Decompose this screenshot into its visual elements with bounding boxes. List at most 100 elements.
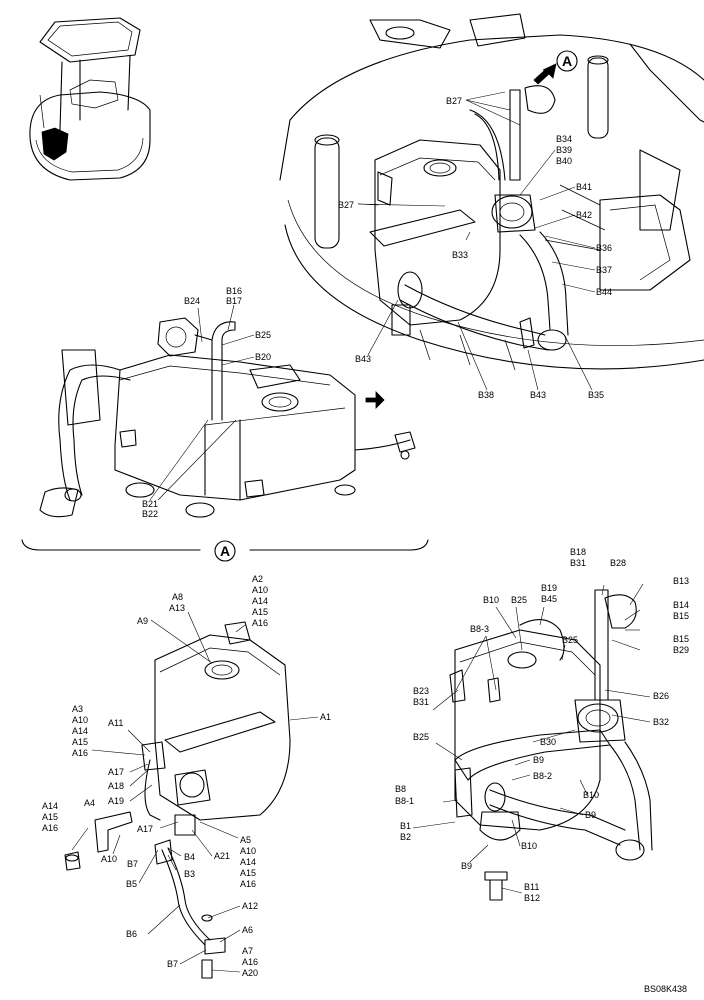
label-A17-2: A17 (137, 824, 153, 834)
label-A14-1: A14 (252, 596, 268, 606)
machine-thumbnail (29, 17, 151, 181)
svg-text:A: A (562, 53, 572, 69)
label-A9: A9 (137, 616, 148, 626)
label-B4: B4 (184, 852, 195, 862)
label-A6: A6 (242, 925, 253, 935)
label-A10-1: A10 (252, 585, 268, 595)
label-B7-2: B7 (167, 959, 178, 969)
label-A10-2: A10 (72, 715, 88, 725)
label-B14: B14 (673, 600, 689, 610)
label-B8-3: B8-3 (470, 624, 489, 634)
label-B42: B42 (576, 210, 592, 220)
lower-right-tank-assembly (449, 589, 653, 901)
upper-fuel-tank (374, 139, 501, 326)
label-A15-3: A15 (42, 812, 58, 822)
view-direction-arrow (533, 63, 557, 85)
label-B24: B24 (184, 296, 200, 306)
label-B27-mid: B27 (338, 200, 354, 210)
label-B10-2: B10 (583, 790, 599, 800)
highlighted-tank-region (41, 127, 69, 161)
label-B35: B35 (588, 390, 604, 400)
label-B25-3: B25 (413, 732, 429, 742)
upper-frame-tank-assembly (279, 13, 704, 371)
callout-labels: B27 B34 B39 B40 B41 B42 B36 B37 B44 B27 … (42, 96, 689, 994)
label-B34: B34 (556, 134, 572, 144)
label-A11: A11 (108, 718, 123, 728)
label-B8-1: B8-1 (395, 796, 414, 806)
label-B13: B13 (673, 576, 689, 586)
label-B37: B37 (596, 265, 612, 275)
label-B43-bottom: B43 (530, 390, 546, 400)
label-B36: B36 (596, 243, 612, 253)
label-B18: B18 (570, 547, 586, 557)
label-B33: B33 (452, 250, 468, 260)
label-A10-3: A10 (101, 854, 117, 864)
label-A16-5: A16 (242, 957, 258, 967)
label-B20: B20 (255, 352, 271, 362)
label-A3: A3 (72, 704, 83, 714)
view-a-bracket: A (21, 539, 429, 562)
label-A15-4: A15 (240, 868, 256, 878)
label-B15-2: B15 (673, 634, 689, 644)
label-B8: B8 (395, 784, 406, 794)
label-B30: B30 (540, 737, 556, 747)
view-reference-arrow (365, 391, 385, 409)
label-B25-2: B25 (562, 635, 578, 645)
label-B45: B45 (541, 594, 557, 604)
label-B8-2: B8-2 (533, 771, 552, 781)
label-B9-3: B9 (461, 861, 472, 871)
label-B26: B26 (653, 691, 669, 701)
label-B9-2: B9 (585, 810, 596, 820)
label-A4: A4 (84, 798, 95, 808)
label-A14-3: A14 (42, 801, 58, 811)
label-A19: A19 (108, 796, 124, 806)
lower-right-fuel-tank (454, 629, 601, 831)
label-B9-1: B9 (533, 755, 544, 765)
label-B28: B28 (610, 558, 626, 568)
label-B5: B5 (126, 879, 137, 889)
label-B40: B40 (556, 156, 572, 166)
label-A2: A2 (252, 574, 263, 584)
label-B6: B6 (126, 929, 137, 939)
label-A12: A12 (242, 901, 258, 911)
label-B27-top: B27 (446, 96, 462, 106)
label-B17: B17 (226, 296, 242, 306)
leader-lines (71, 91, 651, 973)
label-B7-1: B7 (127, 859, 138, 869)
label-B16: B16 (226, 286, 242, 296)
label-A14-4: A14 (240, 857, 256, 867)
label-A20: A20 (242, 968, 258, 978)
label-B3: B3 (184, 869, 195, 879)
label-B29: B29 (673, 645, 689, 655)
label-B23: B23 (413, 686, 429, 696)
label-B21: B21 (142, 499, 158, 509)
label-B1: B1 (400, 821, 411, 831)
label-B10-3: B10 (521, 841, 537, 851)
label-B25-1: B25 (511, 595, 527, 605)
label-A1: A1 (320, 712, 331, 722)
lower-fuel-tank (154, 634, 291, 821)
label-A15-1: A15 (252, 607, 268, 617)
label-A17-1: A17 (108, 767, 124, 777)
middle-tank-assembly (39, 317, 416, 518)
label-A21: A21 (214, 851, 230, 861)
view-a-marker-top: A (533, 50, 578, 85)
label-A10-4: A10 (240, 846, 256, 856)
label-B19: B19 (541, 583, 557, 593)
lower-left-tank-assembly (64, 621, 291, 979)
label-B2: B2 (400, 832, 411, 842)
label-A14-2: A14 (72, 726, 88, 736)
label-A15-2: A15 (72, 737, 88, 747)
label-B10-1: B10 (483, 595, 499, 605)
label-B12: B12 (524, 893, 540, 903)
label-B43-left: B43 (355, 354, 371, 364)
label-A18: A18 (108, 781, 124, 791)
svg-text:A: A (220, 543, 230, 559)
label-A16-4: A16 (240, 879, 256, 889)
label-B39: B39 (556, 145, 572, 155)
middle-fuel-tank (114, 354, 356, 501)
label-B22: B22 (142, 509, 158, 519)
label-B25-mid: B25 (255, 330, 271, 340)
